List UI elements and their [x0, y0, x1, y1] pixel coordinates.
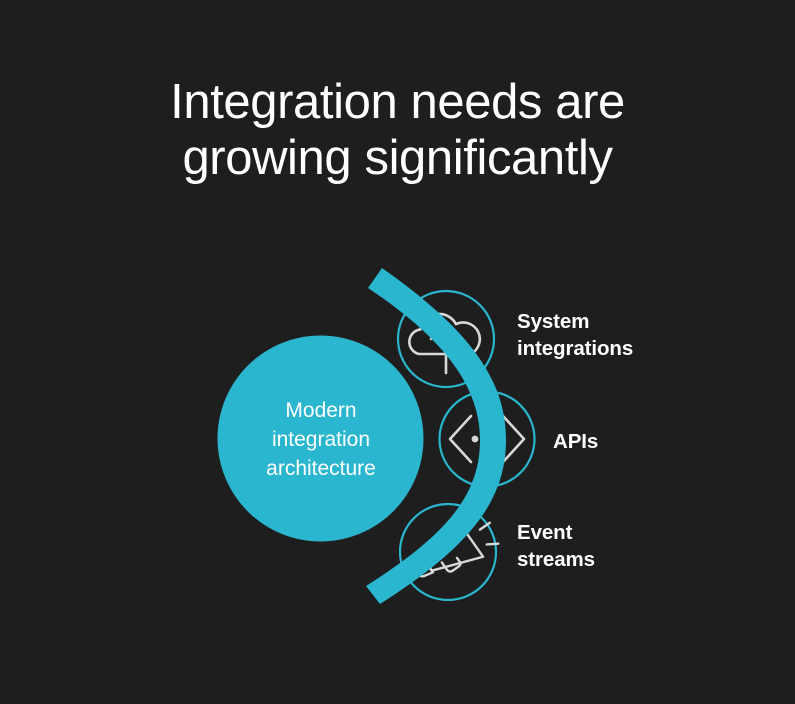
integration-arc-band [366, 268, 506, 604]
right-angle-bracket [501, 414, 526, 464]
dot-1 [471, 435, 479, 443]
node-ring-event-streams [398, 502, 498, 602]
node-label-system-integrations: System integrations [517, 310, 634, 360]
cloud-shape [408, 312, 482, 356]
node-label-event-streams: Event streams [517, 521, 595, 571]
left-angle-bracket [448, 414, 473, 464]
megaphone-handle [440, 556, 462, 573]
page-title: Integration needs are growing significan… [170, 75, 625, 185]
hub-circle [217, 335, 424, 542]
node-ring-system-integrations [396, 289, 496, 389]
node-label-apis: APIs [553, 430, 599, 453]
sound-line-bottom [485, 542, 500, 546]
sound-line-middle [478, 521, 491, 531]
